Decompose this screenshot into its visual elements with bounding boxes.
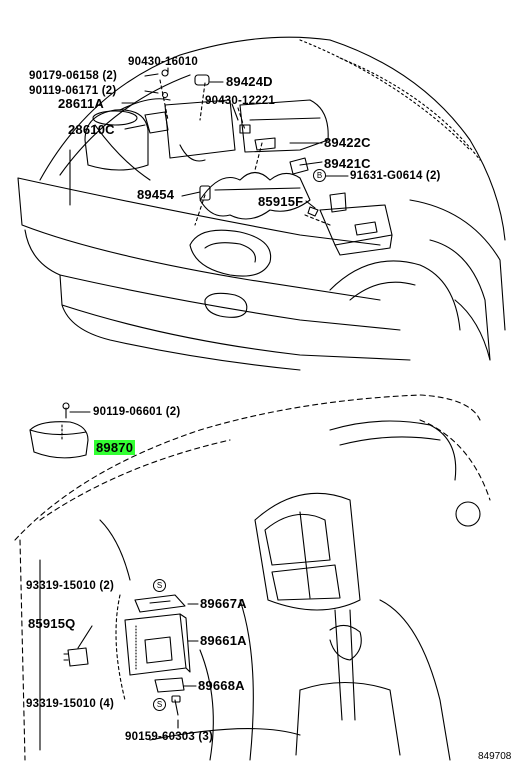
label-89668a[interactable]: 89668A (198, 678, 245, 693)
label-85915f[interactable]: 85915F (258, 194, 304, 209)
sensor-89870-drawing (29, 402, 91, 459)
label-90159-60303[interactable]: 90159-60303 (3) (125, 731, 214, 743)
label-89421c[interactable]: 89421C (324, 156, 371, 171)
vehicle-front-outline (17, 36, 506, 371)
marker-s-upper: S (153, 579, 166, 592)
marker-s-lower: S (153, 698, 166, 711)
label-91631-g0614[interactable]: 91631-G0614 (2) (350, 170, 441, 182)
label-90430-12221[interactable]: 90430-12221 (205, 95, 275, 107)
marker-b: B (313, 169, 326, 182)
label-89667a[interactable]: 89667A (200, 596, 247, 611)
label-90119-06601[interactable]: 90119-06601 (2) (93, 406, 181, 418)
label-89424d[interactable]: 89424D (226, 74, 273, 89)
interior-outline (14, 394, 491, 761)
engine-components (84, 69, 393, 256)
label-89454[interactable]: 89454 (137, 187, 175, 202)
label-28611a[interactable]: 28611A (58, 96, 105, 111)
label-89870[interactable]: 89870 (94, 440, 136, 455)
label-89870-highlight: 89870 (94, 440, 136, 455)
label-28610c[interactable]: 28610C (68, 122, 115, 137)
label-85915q[interactable]: 85915Q (28, 616, 76, 631)
ecu-group-drawing (63, 594, 199, 729)
label-90119-06171[interactable]: 90119-06171 (2) (29, 85, 117, 97)
label-89422c[interactable]: 89422C (324, 135, 371, 150)
label-93319-15010-4[interactable]: 93319-15010 (4) (26, 698, 115, 710)
label-93319-15010-2[interactable]: 93319-15010 (2) (26, 580, 115, 592)
label-90179-06158[interactable]: 90179-06158 (2) (29, 70, 118, 82)
label-89661a[interactable]: 89661A (200, 633, 247, 648)
label-90430-16010[interactable]: 90430-16010 (128, 56, 198, 68)
drawing-code: 849708 (478, 751, 512, 762)
